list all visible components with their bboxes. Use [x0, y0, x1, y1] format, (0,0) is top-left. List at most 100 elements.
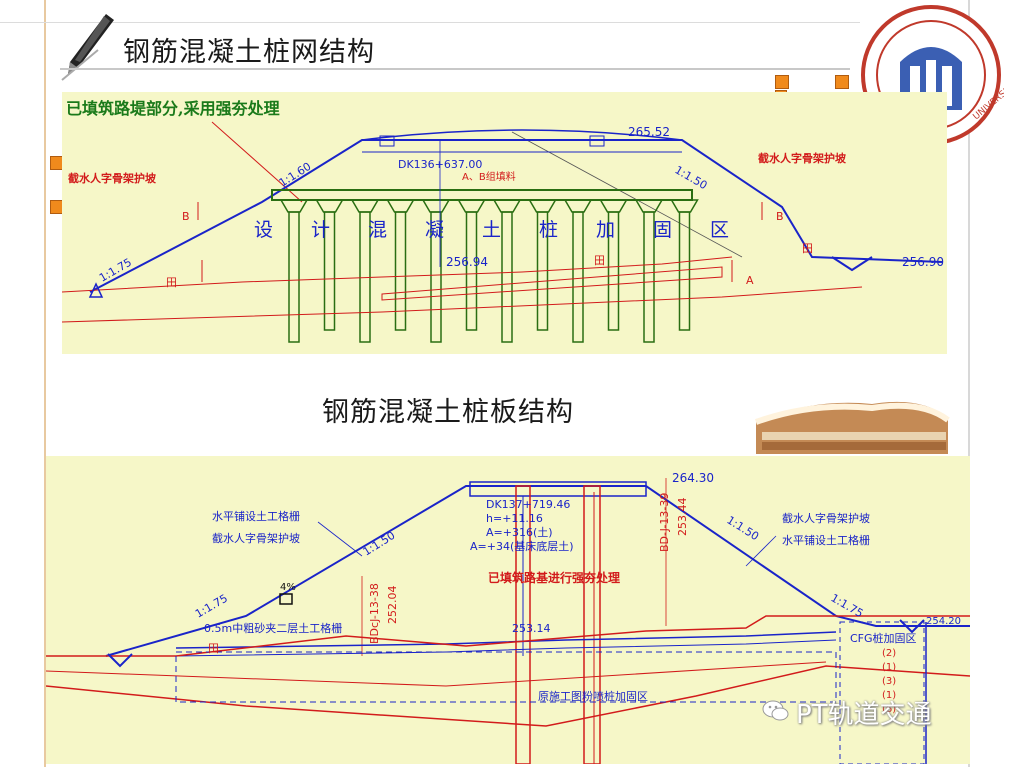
elevation-top: 264.30 — [672, 471, 714, 485]
ditch — [107, 653, 133, 668]
layer-item: (1) — [882, 662, 896, 673]
elev-right-rotated: 253.44 — [676, 498, 689, 537]
ground-line — [46, 661, 827, 687]
layer-item: (6) — [882, 704, 896, 715]
pile — [288, 211, 300, 343]
zone-char: 固 — [653, 219, 672, 241]
grade-label: 4% — [280, 582, 296, 593]
track-block-right — [589, 135, 605, 147]
pointer-line — [511, 131, 743, 258]
frame-line-left — [44, 0, 46, 767]
gravel-note: 0.5m中粗砂夹二层土工格栅 — [204, 621, 342, 635]
diagram-heading: 已填筑路堤部分,采用强夯处理 — [66, 99, 280, 118]
layer-list: (2)(1)(3)(1)(6) — [882, 648, 896, 715]
pile-net-diagram: 已填筑路堤部分,采用强夯处理 265.52 DK136+637.00 A、B组填… — [62, 92, 947, 354]
layer-item: (1) — [882, 690, 896, 701]
ditch — [899, 619, 925, 634]
center-pile — [583, 485, 601, 764]
elev-left-rotated: 252.04 — [386, 586, 399, 625]
elevation-far-right: 254.20 — [926, 616, 961, 627]
zone-char: 计 — [311, 219, 330, 241]
mark-b-right: B — [776, 210, 784, 223]
pile — [572, 211, 584, 343]
ground-line — [46, 615, 970, 657]
note-right-2: 水平铺设土工格栅 — [782, 533, 870, 547]
accent-square — [835, 75, 849, 89]
zone-char: 桩 — [539, 219, 558, 241]
pile-cap — [386, 199, 415, 213]
pile-cap — [563, 199, 593, 213]
elevation-mid: 256.94 — [446, 255, 488, 269]
red-note: 已填筑路基进行强夯处理 — [488, 570, 620, 585]
bd-label-left: BDcJ-13-38 — [368, 583, 381, 644]
diagram-background — [62, 92, 947, 354]
title-rule — [60, 68, 850, 70]
fill-note: A、B组填料 — [462, 170, 516, 183]
pile — [643, 211, 655, 343]
mark-field: 田 — [594, 254, 605, 267]
pile — [465, 211, 478, 331]
pile-cap — [528, 199, 557, 213]
station-label: DK136+637.00 — [398, 158, 482, 171]
powder-pile-zone — [175, 651, 837, 703]
frame-line-right — [968, 0, 970, 767]
reinforced-zone-line — [381, 266, 723, 301]
protect-left: 截水人字骨架护坡 — [68, 171, 157, 185]
pile-cap — [315, 199, 344, 213]
pile-cap — [492, 199, 522, 213]
gravel-layer — [175, 631, 837, 649]
a-value-1: A=+316(土) — [486, 526, 553, 539]
pile-cap — [670, 199, 699, 213]
center-pile — [515, 485, 531, 764]
mark-field: 田 — [802, 242, 813, 255]
zone-char: 加 — [596, 219, 615, 241]
accent-square — [775, 75, 789, 89]
ditch — [831, 256, 873, 272]
mark-field: 田 — [166, 276, 177, 289]
ditch-left — [88, 282, 104, 298]
mark-b-left: B — [182, 210, 190, 223]
layer-item: (3) — [882, 676, 896, 687]
zone-char: 混 — [368, 219, 387, 241]
frame-line-top — [0, 22, 860, 23]
elevation-top: 265.52 — [628, 125, 670, 139]
book-stack-image — [754, 401, 950, 454]
pile — [430, 211, 442, 343]
pile-cap — [599, 199, 628, 213]
note-right-1: 截水人字骨架护坡 — [782, 511, 870, 525]
cfg-zone — [839, 621, 925, 764]
pile-cap — [279, 199, 309, 213]
zone-label: 设计混凝土桩加固区 — [254, 219, 729, 241]
bd-label-right: BD-J-13-39 — [658, 493, 671, 552]
bottom-note: 原施工图粉喷桩加固区 — [538, 689, 648, 703]
slide-title: 钢筋混凝土桩网结构 — [123, 37, 375, 68]
a-value-2: A=+34(基床底层土) — [470, 539, 574, 553]
slide-subtitle: 钢筋混凝土桩板结构 — [322, 397, 574, 428]
pile — [501, 211, 513, 343]
zone-char: 凝 — [425, 219, 444, 241]
embankment-crest — [361, 129, 683, 141]
cfg-label: CFG桩加固区 — [850, 631, 917, 645]
zone-char: 设 — [254, 219, 273, 241]
grade-box — [279, 593, 293, 605]
pointer-line — [745, 535, 777, 567]
zone-char: 区 — [710, 219, 729, 241]
pile — [394, 211, 407, 331]
pile-cap — [457, 199, 486, 213]
pile — [323, 211, 336, 331]
pile-slab-diagram: 264.30 DK137+719.46 h=+11.16 A=+316(土) A… — [46, 456, 970, 764]
pile — [678, 211, 691, 331]
elevation-right: 256.90 — [902, 255, 944, 269]
note-left-1: 水平铺设土工格栅 — [212, 509, 300, 523]
note-left-2: 截水人字骨架护坡 — [212, 531, 300, 545]
station-label: DK137+719.46 — [486, 498, 570, 511]
pile-cap — [634, 199, 664, 213]
elevation-center: 253.14 — [512, 622, 551, 635]
ground-line — [62, 256, 733, 293]
watermark-text: PT轨道交通 — [796, 700, 932, 730]
ground-line — [46, 665, 970, 727]
mark-a-right: A — [746, 274, 754, 287]
wechat-icon — [762, 700, 789, 721]
zone-char: 土 — [482, 219, 501, 241]
diagram-background — [46, 456, 970, 764]
